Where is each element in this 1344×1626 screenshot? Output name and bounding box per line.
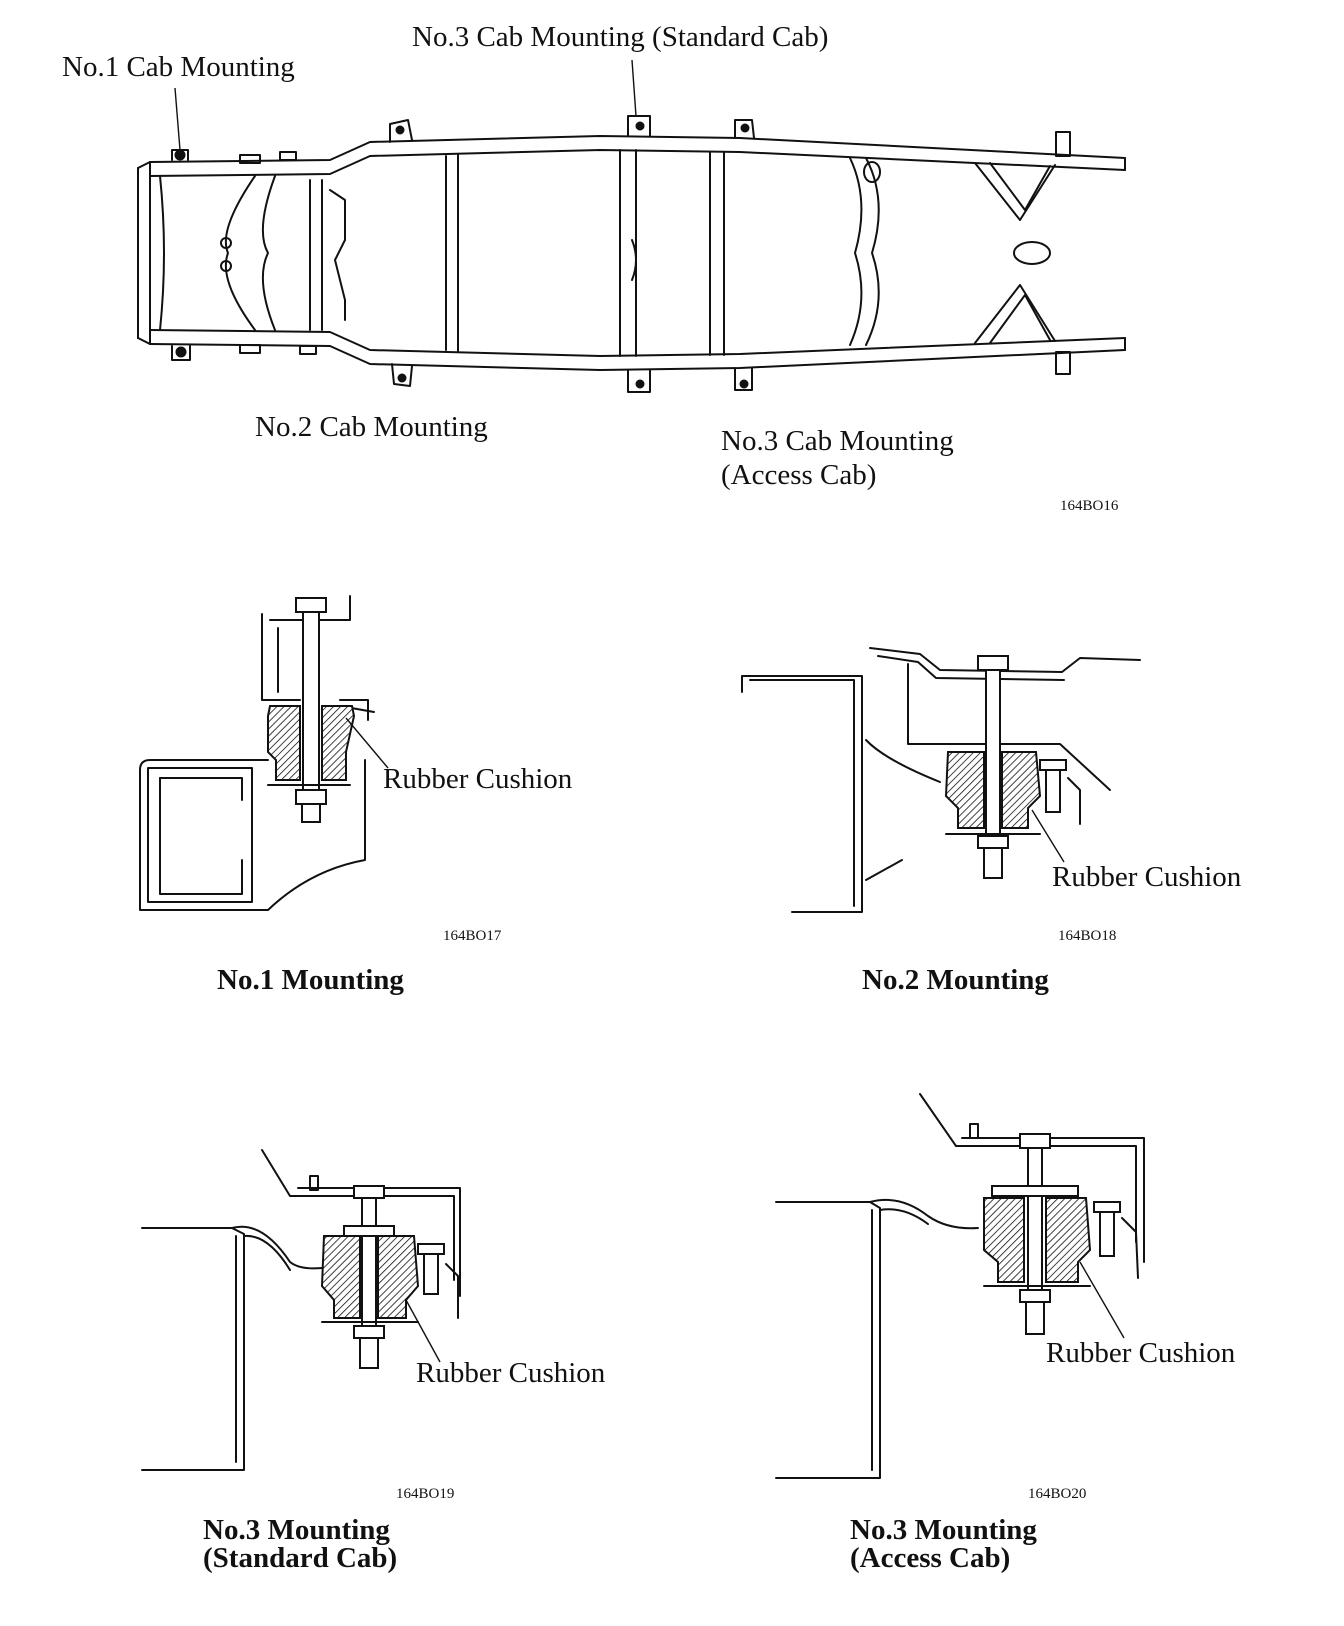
bracket-no3-standard-upper bbox=[627, 115, 651, 137]
detail-no1-mounting bbox=[139, 595, 389, 911]
bracket-no3-access-lower bbox=[734, 367, 753, 391]
callout-rubber-cushion-no3-access: Rubber Cushion bbox=[1046, 1337, 1236, 1369]
figure-code-no3-standard: 164BO19 bbox=[396, 1486, 455, 1502]
caption-no3-mounting-access-line1: No.3 Mounting bbox=[850, 1514, 1037, 1546]
caption-no3-mounting-standard-line1: No.3 Mounting bbox=[203, 1514, 390, 1546]
detail-no3-standard-mounting bbox=[141, 1149, 461, 1471]
figure-code-no2: 164BO18 bbox=[1058, 928, 1117, 944]
callout-rubber-cushion-no3-standard: Rubber Cushion bbox=[416, 1357, 606, 1389]
bracket-no2-lower bbox=[391, 363, 413, 387]
callout-rubber-cushion-no2: Rubber Cushion bbox=[1052, 861, 1242, 893]
detail-no2-mounting bbox=[741, 647, 1141, 913]
label-no2-cab-mounting: No.2 Cab Mounting bbox=[255, 411, 488, 443]
label-no3-cab-mounting-access-line1: No.3 Cab Mounting bbox=[721, 425, 954, 457]
label-no1-cab-mounting: No.1 Cab Mounting bbox=[62, 51, 295, 83]
bracket-no2-upper bbox=[389, 119, 413, 143]
bracket-no3-standard-lower bbox=[627, 369, 651, 393]
figure-code-no3-access: 164BO20 bbox=[1028, 1486, 1087, 1502]
detail-no3-access-mounting bbox=[775, 1093, 1145, 1479]
bracket-no1-lower bbox=[171, 345, 191, 361]
callout-rubber-cushion-no1: Rubber Cushion bbox=[383, 763, 573, 795]
bracket-no1-upper bbox=[171, 149, 189, 161]
caption-no1-mounting: No.1 Mounting bbox=[217, 964, 404, 996]
caption-no3-mounting-standard-line2: (Standard Cab) bbox=[203, 1542, 398, 1574]
figure-code-top-view: 164BO16 bbox=[1060, 498, 1119, 514]
figure-code-no1: 164BO17 bbox=[443, 928, 502, 944]
frame-top-view bbox=[137, 59, 1126, 393]
bracket-no3-access-upper bbox=[734, 119, 755, 139]
label-no3-cab-mounting-access-line2: (Access Cab) bbox=[721, 459, 877, 491]
caption-no2-mounting: No.2 Mounting bbox=[862, 964, 1049, 996]
label-no3-cab-mounting-standard: No.3 Cab Mounting (Standard Cab) bbox=[412, 21, 829, 53]
caption-no3-mounting-access-line2: (Access Cab) bbox=[850, 1542, 1011, 1574]
